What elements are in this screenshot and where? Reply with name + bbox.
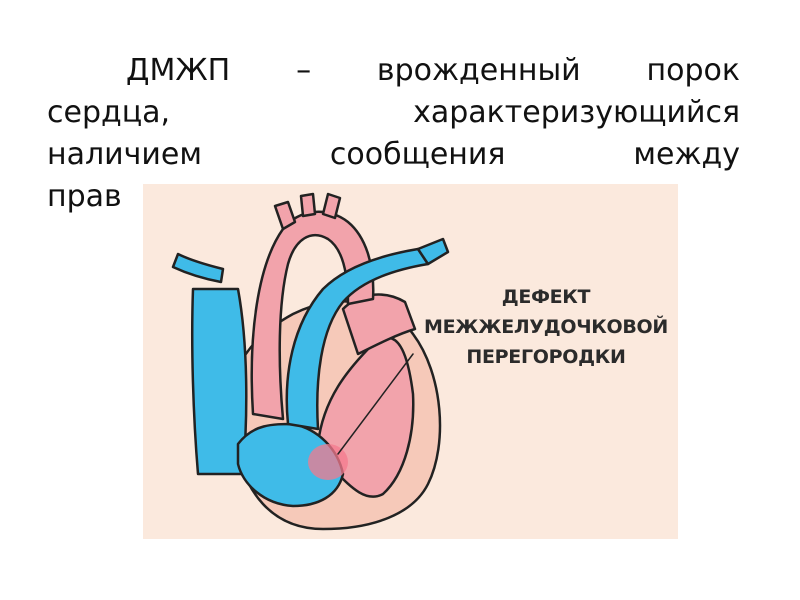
- word: наличием: [47, 137, 202, 172]
- defect-label-line-1: ДЕФЕКТ: [501, 286, 591, 308]
- word: врожденный: [376, 53, 581, 88]
- word: между: [633, 137, 740, 172]
- aortic-branch: [273, 200, 297, 231]
- defect-label-line-2: МЕЖЖЕЛУДОЧКОВОЙ: [424, 316, 668, 338]
- label-pointer: [337, 353, 414, 455]
- text-line-4: прав: [47, 177, 740, 217]
- word: ДМЖП: [126, 53, 231, 88]
- pulmonary-artery-branch: [171, 252, 225, 284]
- word: сообщения: [329, 137, 506, 172]
- text-line-1: ДМЖП – врожденный порок: [126, 51, 740, 91]
- heart-diagram: [171, 192, 450, 531]
- text-line-2: сердца, характеризующийся: [47, 93, 740, 133]
- word: –: [296, 53, 312, 88]
- defect-label-line-3: ПЕРЕГОРОДКИ: [466, 346, 626, 368]
- right-ventricle: [236, 422, 345, 508]
- word: характеризующийся: [413, 95, 740, 130]
- text-line-3: наличием сообщения между: [47, 135, 740, 175]
- heart-defect-figure: ДЕФЕКТ МЕЖЖЕЛУДОЧКОВОЙ ПЕРЕГОРОДКИ: [143, 184, 678, 539]
- aortic-branch: [299, 192, 317, 218]
- aortic-branch: [321, 192, 342, 220]
- word: порок: [646, 53, 741, 88]
- pulmonary-artery-branch: [416, 237, 450, 266]
- word: прав: [47, 179, 122, 214]
- word: сердца,: [47, 95, 171, 130]
- aorta: [250, 210, 375, 421]
